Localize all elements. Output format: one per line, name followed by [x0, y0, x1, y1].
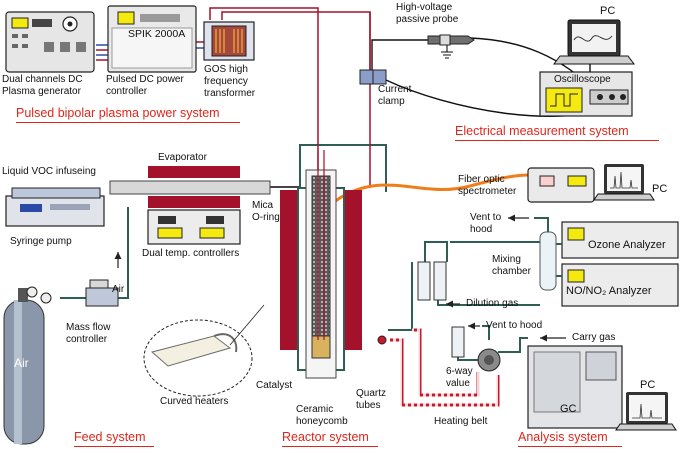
- plasma-generator: [5, 11, 95, 73]
- mica-label-1: Mica: [252, 200, 274, 211]
- quartz-label-2: tubes: [356, 400, 381, 411]
- mfc-label-1: Mass flow: [66, 322, 111, 333]
- vent1-line: [534, 217, 549, 232]
- transformer: [203, 21, 255, 61]
- nox-analyzer: [561, 263, 679, 307]
- nox-analyzer-label: NO/NO₂ Analyzer: [566, 285, 652, 297]
- ceramic-label-2: honeycomb: [296, 416, 348, 427]
- dual-temp-label: Dual temp. controllers: [142, 248, 240, 259]
- mixing-label-1: Mixing: [492, 254, 521, 265]
- transformer-label-1: GOS high: [204, 64, 248, 75]
- spectrometer: [527, 167, 595, 203]
- power-controller: [107, 5, 197, 73]
- fiber-label-2: spectrometer: [458, 186, 517, 197]
- plasma-gen-label-2: Plasma generator: [2, 86, 81, 97]
- fiber-label-1: Fiber optic: [458, 174, 505, 185]
- air-cylinder-label: Air: [14, 356, 29, 370]
- vent2-label: Vent to hood: [486, 320, 543, 331]
- dilution-line: [437, 300, 540, 306]
- gas-lines: [60, 144, 549, 361]
- air-feed-line: [118, 207, 129, 299]
- oscilloscope-pc: [553, 19, 635, 65]
- analysis-system-title: Analysis system: [518, 430, 608, 444]
- reactor-out-line: [388, 262, 413, 331]
- dual-temp-controller: [147, 209, 241, 245]
- pc-label-osc: PC: [600, 5, 616, 17]
- spectrometer-pc: [593, 164, 655, 201]
- mixing-chamber: [539, 231, 562, 291]
- pc-label-gc: PC: [640, 379, 656, 391]
- mica-label-2: O-ring: [252, 212, 280, 223]
- curved-heaters-label: Curved heaters: [160, 396, 229, 407]
- ozone-analyzer-label: Ozone Analyzer: [588, 239, 666, 251]
- flow-arrows: [114, 214, 566, 342]
- dilution-label: Dilution gas: [466, 298, 519, 309]
- feed-system-title: Feed system: [74, 430, 146, 444]
- syringe-pump: [5, 187, 105, 227]
- vent1-label-1: Vent to: [470, 212, 502, 223]
- exhaust-loop-line: [299, 144, 387, 192]
- vent2-line: [482, 325, 490, 340]
- mfc-label-2: controller: [66, 334, 108, 345]
- catalyst-label: Catalyst: [256, 380, 293, 391]
- ground-symbol: [441, 40, 453, 59]
- current-clamp: [359, 69, 387, 85]
- plasma-gen-label-1: Dual channels DC: [2, 74, 83, 85]
- evaporator-label: Evaporator: [158, 152, 207, 163]
- analysis-system-underline: [518, 446, 622, 447]
- curved-heater-illustration: [143, 304, 265, 397]
- air-arrow-label: Air: [112, 284, 125, 295]
- quartz-label-1: Quartz: [356, 388, 387, 399]
- syringe-pump-label: Syringe pump: [10, 236, 72, 247]
- probe-label-2: passive probe: [396, 14, 459, 25]
- oscilloscope-label: Oscilloscope: [554, 74, 611, 85]
- ceramic-label-1: Ceramic: [296, 404, 334, 415]
- reactor-system-underline: [282, 446, 378, 447]
- power-ctrl-label-2: controller: [106, 86, 148, 97]
- feed-system-underline: [74, 446, 154, 447]
- gc-instrument: [527, 345, 623, 429]
- power-ctrl-label-1: Pulsed DC power: [106, 74, 184, 85]
- probe-label-1: High-voltage: [396, 2, 453, 13]
- heating-belt: [390, 328, 500, 407]
- fiber-cable: [329, 173, 531, 207]
- power-controller-model: SPIK 2000A: [128, 28, 186, 40]
- carry-gas-label: Carry gas: [572, 332, 616, 343]
- clamp-label-2: clamp: [378, 96, 405, 107]
- mixing-label-2: chamber: [492, 266, 531, 277]
- six-way-label-1: 6-way: [446, 366, 473, 377]
- transformer-label-2: frequency: [204, 76, 248, 87]
- clamp-label-1: Current: [378, 84, 412, 95]
- probe-cable-start: [371, 39, 430, 70]
- reactor-system-title: Reactor system: [282, 430, 369, 444]
- gc-pc: [615, 392, 677, 431]
- ozone-analyzer: [561, 221, 679, 259]
- six-way-valve: [477, 348, 501, 372]
- oscilloscope: [539, 71, 633, 117]
- hv-probe: [427, 34, 475, 46]
- power-wires: [96, 7, 371, 188]
- evaporator: [109, 166, 300, 208]
- transformer-label-3: transformer: [204, 88, 256, 99]
- rotameters: [417, 261, 465, 358]
- pc-label-spectrometer: PC: [652, 183, 668, 195]
- heating-belt-label: Heating belt: [434, 416, 488, 427]
- electrical-system-underline: [455, 140, 659, 141]
- power-system-underline: [16, 122, 240, 123]
- rotameter-top-line: [424, 241, 448, 262]
- six-way-label-2: value: [446, 378, 470, 389]
- reactor: [280, 150, 387, 379]
- vent1-label-2: hood: [470, 224, 493, 235]
- carry-line: [498, 337, 528, 353]
- gc-label: GC: [560, 403, 577, 415]
- hv-wire-1: [209, 7, 319, 188]
- liquid-voc-label: Liquid VOC infuseing: [2, 166, 96, 177]
- power-system-title: Pulsed bipolar plasma power system: [16, 106, 220, 120]
- hv-wire-2: [221, 11, 371, 188]
- electrical-system-title: Electrical measurement system: [455, 124, 629, 138]
- mass-flow-controller: [85, 279, 119, 307]
- air-cylinder: [3, 286, 52, 445]
